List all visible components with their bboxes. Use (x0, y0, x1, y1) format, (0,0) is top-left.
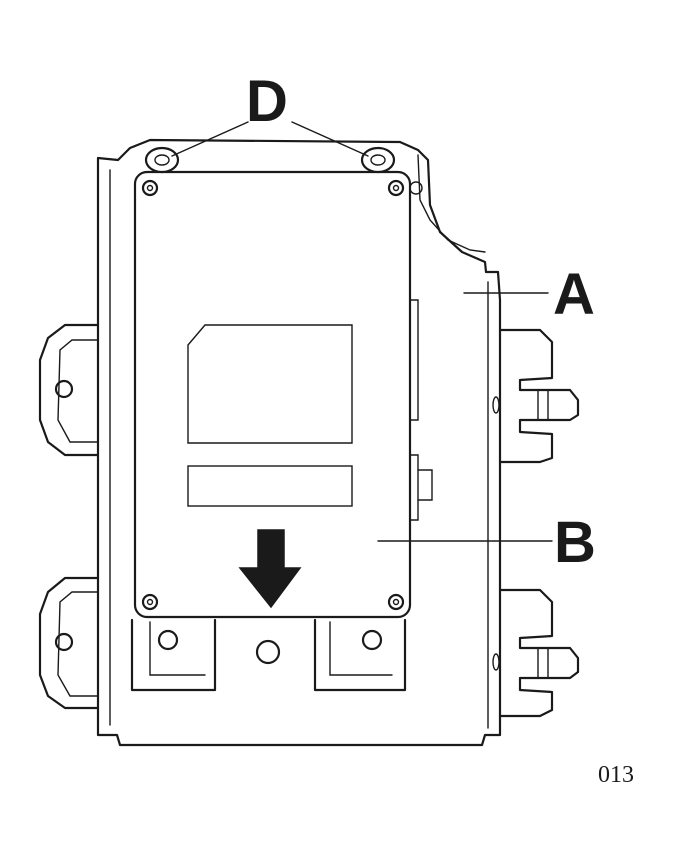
right-clip-lower (492, 588, 580, 718)
leader-lines (171, 121, 553, 542)
figure-number: 013 (598, 762, 634, 788)
left-clip-lower (38, 576, 100, 710)
right-clip-upper (492, 328, 580, 464)
callout-d: D (246, 69, 288, 134)
down-arrow-icon (238, 529, 302, 609)
bottom-tabs (130, 618, 407, 692)
control-module (133, 170, 433, 619)
fixing-nut-right (360, 146, 396, 174)
fixing-nut-left (144, 146, 180, 174)
left-clip-upper (38, 323, 100, 457)
callout-a: A (553, 262, 595, 327)
callout-b: B (554, 510, 596, 575)
